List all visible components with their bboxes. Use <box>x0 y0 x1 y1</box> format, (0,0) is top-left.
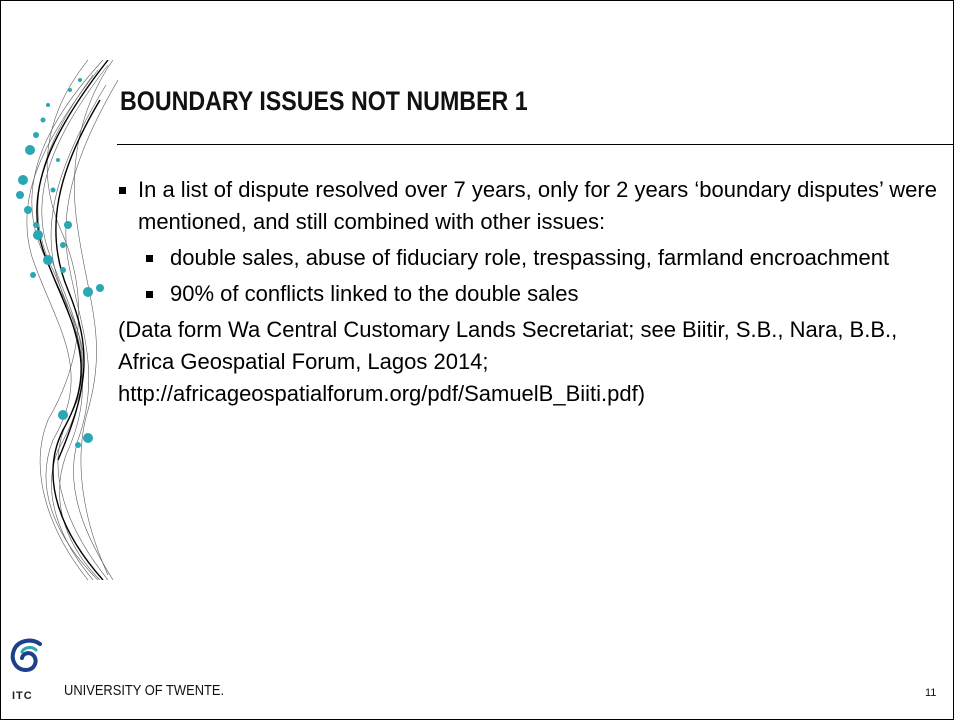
title-divider <box>117 144 954 145</box>
sub-bullet-item: 90% of conflicts linked to the double sa… <box>118 278 938 310</box>
slide-body: In a list of dispute resolved over 7 yea… <box>118 174 938 410</box>
source-citation: (Data form Wa Central Customary Lands Se… <box>118 317 898 406</box>
itc-logo-icon <box>10 638 42 673</box>
bullet-text: In a list of dispute resolved over 7 yea… <box>138 177 937 234</box>
square-bullet-icon <box>146 255 153 262</box>
page-number: 11 <box>925 687 937 699</box>
square-bullet-icon <box>146 291 153 298</box>
decorative-wave-lines <box>16 60 118 580</box>
slide-title: BOUNDARY ISSUES NOT NUMBER 1 <box>120 86 528 116</box>
itc-logo-text: ITC <box>12 690 33 702</box>
sub-bullet-text: double sales, abuse of fiduciary role, t… <box>170 245 890 270</box>
bullet-item: In a list of dispute resolved over 7 yea… <box>118 174 938 238</box>
square-bullet-icon <box>119 187 126 194</box>
sub-bullet-item: double sales, abuse of fiduciary role, t… <box>118 242 938 274</box>
sub-bullet-text: 90% of conflicts linked to the double sa… <box>170 281 579 306</box>
university-name: UNIVERSITY OF TWENTE. <box>64 682 225 699</box>
